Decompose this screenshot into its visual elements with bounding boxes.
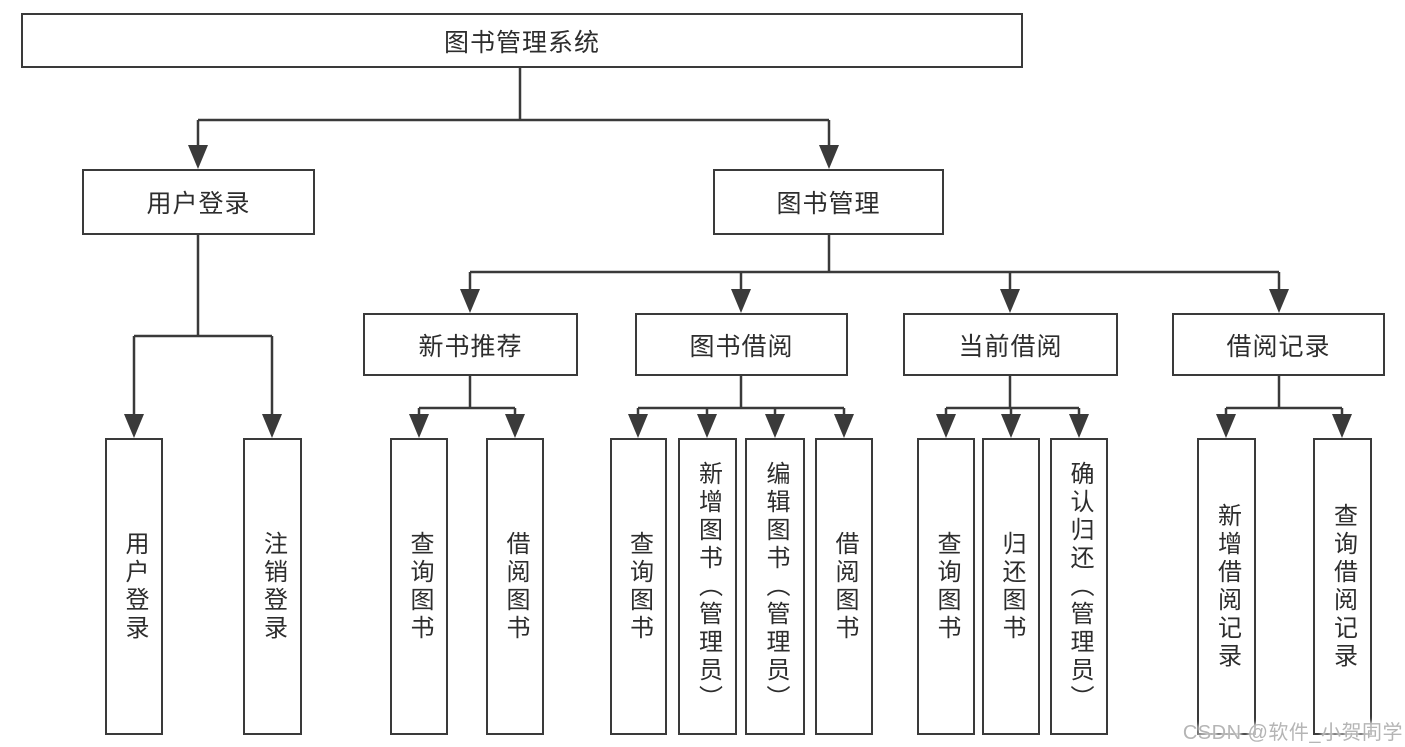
arrowhead (262, 414, 282, 438)
arrowhead (1269, 289, 1289, 313)
arrowhead (1000, 289, 1020, 313)
arrowhead (1069, 414, 1089, 438)
arrowhead (505, 414, 525, 438)
leaf-logout: 注销登录 (243, 438, 302, 735)
leaf-edit-books-admin: 编辑图书（管理员） (745, 438, 805, 735)
leaf-query-books-borrow: 查询图书 (610, 438, 667, 735)
arrowhead (731, 289, 751, 313)
connector-borrow-to-leaves (628, 376, 854, 438)
leaf-confirm-return-admin: 确认归还（管理员） (1050, 438, 1108, 735)
arrowhead (409, 414, 429, 438)
node-user-login-branch: 用户登录 (82, 169, 315, 235)
leaf-user-login: 用户登录 (105, 438, 163, 735)
arrowhead (1001, 414, 1021, 438)
leaf-return-books: 归还图书 (982, 438, 1040, 735)
arrowhead (834, 414, 854, 438)
leaf-add-borrow-record: 新增借阅记录 (1197, 438, 1256, 735)
node-new-book-recommend: 新书推荐 (363, 313, 578, 376)
arrowhead (1216, 414, 1236, 438)
arrowhead (819, 145, 839, 169)
arrowhead (188, 145, 208, 169)
connector-management-to-modules (460, 235, 1289, 313)
arrowhead (1332, 414, 1352, 438)
arrowhead (697, 414, 717, 438)
node-root-system: 图书管理系统 (21, 13, 1023, 68)
node-book-borrowing: 图书借阅 (635, 313, 848, 376)
node-book-management-branch: 图书管理 (713, 169, 944, 235)
node-borrowing-records: 借阅记录 (1172, 313, 1385, 376)
arrowhead (936, 414, 956, 438)
leaf-borrow-books: 借阅图书 (815, 438, 873, 735)
connector-recommend-to-leaves (409, 376, 525, 438)
leaf-query-borrow-record: 查询借阅记录 (1313, 438, 1372, 735)
arrowhead (628, 414, 648, 438)
arrowhead (765, 414, 785, 438)
arrowhead (460, 289, 480, 313)
leaf-query-books-current: 查询图书 (917, 438, 975, 735)
leaf-query-books-recommend: 查询图书 (390, 438, 448, 735)
leaf-add-books-admin: 新增图书（管理员） (678, 438, 737, 735)
connector-records-to-leaves (1216, 376, 1352, 438)
node-current-borrowing: 当前借阅 (903, 313, 1118, 376)
connector-login-to-leaves (124, 235, 282, 438)
connector-root-to-branches (188, 68, 839, 169)
connector-current-to-leaves (936, 376, 1089, 438)
leaf-borrow-books-recommend: 借阅图书 (486, 438, 544, 735)
arrowhead (124, 414, 144, 438)
csdn-watermark: CSDN @软件_小贺同学 (1182, 722, 1403, 744)
